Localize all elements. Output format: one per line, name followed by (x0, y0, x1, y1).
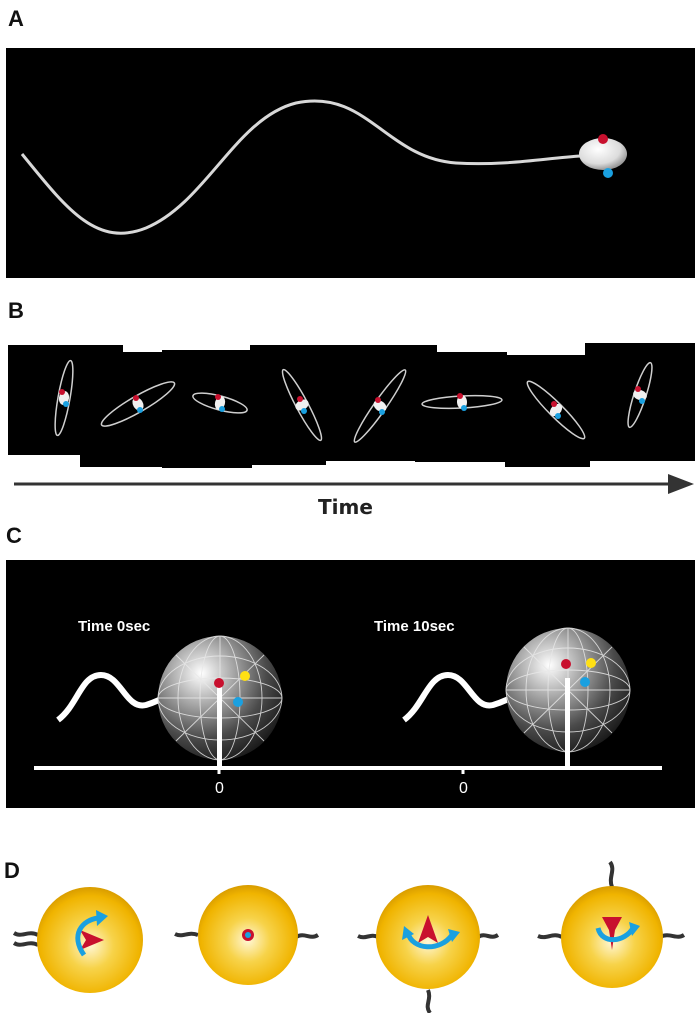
sphere-right (505, 627, 631, 768)
blue-dot-center (245, 932, 251, 938)
swim-path-frame (100, 381, 176, 427)
yellow-dot-left (240, 671, 250, 681)
blue-dot-right (580, 677, 590, 687)
swim-path-frame (353, 369, 407, 443)
red-dot-left (214, 678, 224, 688)
yellow-dot-right (586, 658, 596, 668)
red-dot (215, 394, 221, 400)
swim-path-frame (281, 368, 323, 442)
red-dot (375, 397, 381, 403)
red-dot (598, 134, 608, 144)
blue-dot (219, 406, 225, 412)
swim-path-frame (526, 380, 586, 440)
blue-dot (301, 408, 307, 414)
panel-c-label: C (6, 523, 22, 548)
swim-path-frame (192, 392, 248, 414)
gold-sphere-1 (12, 887, 143, 993)
blue-dot (137, 407, 143, 413)
red-dot (297, 396, 303, 402)
swim-path-frames (54, 359, 653, 443)
time-axis-label: Time (318, 495, 373, 519)
red-arrow-1 (80, 930, 104, 950)
panel-c-image (6, 560, 695, 808)
blue-arrow-4 (595, 926, 636, 943)
time-0sec-label: Time 0sec (78, 618, 151, 635)
red-dot-right (561, 659, 571, 669)
swim-path-frame (54, 359, 74, 437)
time-arrow (14, 474, 694, 494)
time-frame-tile (250, 345, 326, 465)
sphere-rotation-illustration (34, 627, 662, 774)
blue-dot-left (233, 697, 243, 707)
gold-sphere-4 (537, 860, 686, 988)
panel-a-image (6, 48, 695, 278)
panel-a-label: A (8, 6, 24, 31)
cell-head (579, 138, 627, 170)
red-dot (133, 395, 139, 401)
red-dot (457, 393, 463, 399)
panel-d-label: D (4, 858, 20, 883)
swim-path-frame (627, 361, 653, 429)
panel-b-label: B (8, 298, 24, 323)
right-axis-zero: 0 (459, 780, 468, 797)
gold-sphere-3 (357, 885, 500, 1013)
time-10sec-label: Time 10sec (374, 618, 455, 635)
blue-dot (639, 398, 645, 404)
blue-dot (379, 409, 385, 415)
time-frame-tile (162, 350, 252, 468)
red-arrow-3 (418, 915, 438, 943)
sperm-swimming-illustration (20, 99, 627, 235)
gold-sphere-2 (174, 885, 320, 985)
blue-arrow-3 (405, 932, 455, 950)
sphere-left (157, 635, 283, 766)
flagellum-left (56, 671, 165, 723)
flagellum-right (402, 671, 513, 723)
blue-dot (603, 168, 613, 178)
blue-dot (555, 413, 561, 419)
time-frame-tile (80, 352, 166, 467)
blue-dot (63, 401, 69, 407)
left-axis-zero: 0 (215, 780, 224, 797)
red-dot (635, 386, 641, 392)
red-dot (551, 401, 557, 407)
flagellum-path (20, 99, 582, 235)
blue-dot (461, 405, 467, 411)
red-dot (59, 389, 65, 395)
blue-arrow-1 (75, 915, 99, 957)
red-arrow-4 (602, 917, 622, 950)
